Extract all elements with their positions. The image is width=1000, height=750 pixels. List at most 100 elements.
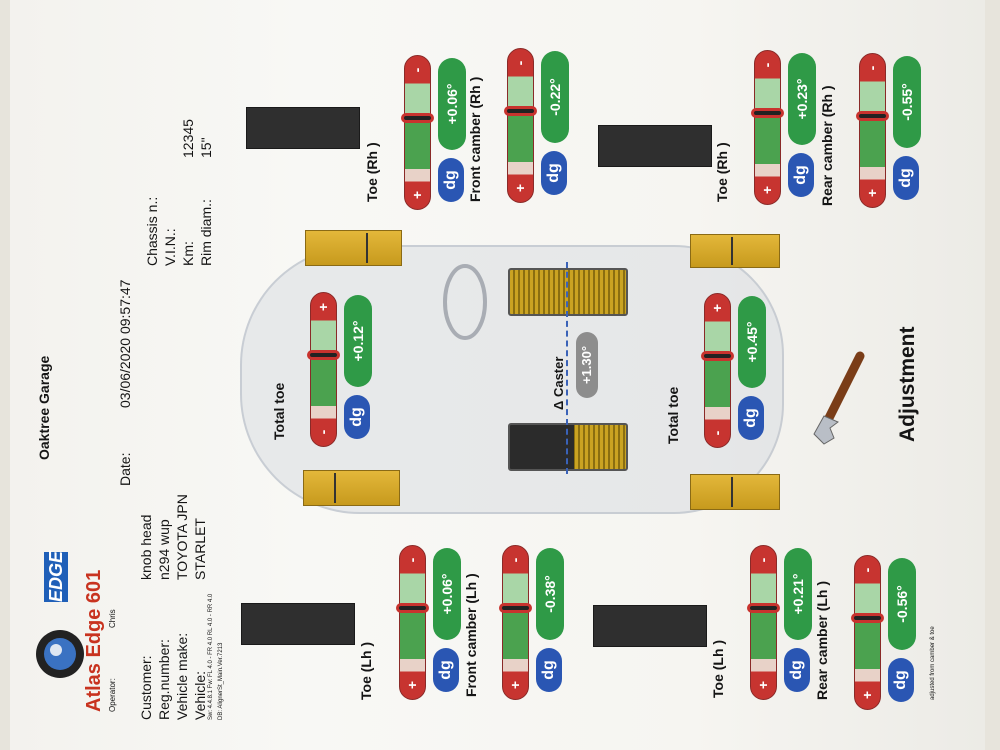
gauge-label-total-toe-rear: Total toe <box>665 386 681 444</box>
chassis-label: Chassis n.: <box>144 196 160 266</box>
gauge-marker <box>499 603 532 613</box>
gauge-label-rear-camber-lh: Rear camber (Lh ) <box>814 580 830 700</box>
minus-plus-sign: - <box>709 430 725 436</box>
date-value: 03/06/2020 09:57:47 <box>117 279 133 408</box>
gauge-label-rear-camber-rh: Rear camber (Rh ) <box>819 85 835 206</box>
gauge-label-front-camber-rh: Front camber (Rh ) <box>467 76 483 202</box>
customer-label: Customer: <box>138 655 154 720</box>
minus-plus-sign: + <box>864 188 880 198</box>
gauge-label-toe-lh-rear: Toe (Lh ) <box>710 639 726 698</box>
gauge-marker <box>701 351 734 361</box>
gauge-label-toe-lh: Toe (Lh ) <box>358 641 374 700</box>
gauge-marker <box>747 603 780 613</box>
gauge-value: -0.22° <box>541 51 569 143</box>
gauge-toe-lh: +-dg+0.06° <box>396 545 461 700</box>
unit-badge: dg <box>788 153 814 197</box>
wheel-front-right <box>305 230 402 266</box>
gauge-label-front-camber-lh: Front camber (Lh ) <box>463 573 479 697</box>
minus-plus-sign: + <box>859 690 875 700</box>
gauge-total-toe-rear: -+dg+0.45° <box>701 293 766 448</box>
gauge-marker <box>504 106 537 116</box>
minus-plus-sign: + <box>409 190 425 200</box>
minus-plus-sign: + <box>512 183 528 193</box>
gauge-range-bar: +- <box>851 555 884 710</box>
make-value: TOYOTA JPN <box>174 494 190 580</box>
gauge-label-toe-rh-rear: Toe (Rh ) <box>714 142 730 202</box>
minus-plus-sign: - <box>404 557 420 563</box>
gauge-range-bar: -+ <box>701 293 734 448</box>
caster-indicator-right <box>508 268 628 316</box>
garage-name: Oaktree Garage <box>36 355 52 460</box>
gauge-value: +0.12° <box>344 295 372 387</box>
date-label: Date: <box>117 452 133 486</box>
gauge-label-total-toe-front: Total toe <box>271 382 287 440</box>
rim-label: Rim diam.: <box>198 199 214 266</box>
footnote: adjusted from camber & toe <box>930 626 936 700</box>
tyre-front-right <box>246 107 360 149</box>
gauge-range-bar: +- <box>499 545 532 700</box>
gauge-value: -0.56° <box>888 558 916 650</box>
wheel-rear-left <box>690 474 780 510</box>
gauge-marker <box>307 350 340 360</box>
edge-logo: EDGE <box>44 550 68 602</box>
km-label: Km: <box>180 241 196 266</box>
gauge-marker <box>751 108 784 118</box>
db-line: DB: AlignerSt_Main.Ver.7213 <box>218 642 224 720</box>
wheel-rear-right <box>690 234 780 268</box>
gauge-marker <box>401 113 434 123</box>
caster-axis-line <box>566 262 569 474</box>
minus-plus-sign: + <box>315 302 331 312</box>
sw-line: Sw: 4.4.8.1 Fw: FL 4.0 - FR 4.0 RL 4.0 -… <box>208 593 214 720</box>
caster-indicator-left <box>508 423 628 471</box>
gauge-range-bar: +- <box>751 50 784 205</box>
gauge-value: -0.55° <box>893 56 921 148</box>
unit-badge: dg <box>738 396 764 440</box>
gauge-range-bar: +- <box>396 545 429 700</box>
customer-value: knob head <box>138 514 154 580</box>
gauge-toe-rh-rear: +-dg+0.23° <box>751 50 816 205</box>
brand-title: Atlas Edge 601 <box>83 569 105 712</box>
wheel-front-left <box>303 470 400 506</box>
minus-plus-sign: - <box>507 557 523 563</box>
gauge-front-camber-lh: +-dg-0.38° <box>499 545 564 700</box>
atlas-logo <box>36 630 84 678</box>
steering-wheel-icon <box>443 264 487 340</box>
operator-value: Chris <box>108 609 117 628</box>
gauge-toe-lh-rear: + - dg +0.21° <box>747 545 812 700</box>
unit-badge: dg <box>541 151 567 195</box>
minus-plus-sign: - <box>859 567 875 573</box>
unit-badge: dg <box>888 658 914 702</box>
gauge-range-bar: +- <box>504 48 537 203</box>
gauge-label-toe-rh: Toe (Rh ) <box>364 142 380 202</box>
reg-value: n294 wup <box>156 519 172 580</box>
gauge-range-bar: +- <box>401 55 434 210</box>
minus-plus-sign: - <box>409 67 425 73</box>
minus-plus-sign: + <box>755 680 771 690</box>
unit-badge: dg <box>536 648 562 692</box>
minus-plus-sign: + <box>507 680 523 690</box>
gauge-range-bar: +- <box>856 53 889 208</box>
gauge-value: +0.06° <box>438 58 466 150</box>
wrench-icon <box>813 351 865 445</box>
tyre-rear-left <box>593 605 707 647</box>
unit-badge: dg <box>784 648 810 692</box>
gauge-value: +0.21° <box>784 548 812 640</box>
rim-value: 15" <box>198 137 214 158</box>
gauge-rear-camber-lh: +-dg-0.56° <box>851 555 916 710</box>
minus-plus-sign: + <box>709 303 725 313</box>
minus-plus-sign: - <box>512 60 528 66</box>
gauge-marker <box>396 603 429 613</box>
gauge-front-camber-rh: +-dg-0.22° <box>504 48 569 203</box>
minus-plus-sign: - <box>864 65 880 71</box>
caster-label: Δ Caster <box>551 356 566 410</box>
minus-plus-sign: - <box>755 557 771 563</box>
adjustment-title: Adjustment <box>896 326 919 443</box>
unit-badge: dg <box>893 156 919 200</box>
km-value: 12345 <box>180 119 196 158</box>
unit-badge: dg <box>433 648 459 692</box>
tyre-front-left <box>241 603 355 645</box>
vehicle-label: Vehicle: <box>192 670 208 720</box>
caster-value: +1.30° <box>576 332 598 398</box>
minus-plus-sign: - <box>315 429 331 435</box>
gauge-range-bar: -+ <box>307 292 340 447</box>
